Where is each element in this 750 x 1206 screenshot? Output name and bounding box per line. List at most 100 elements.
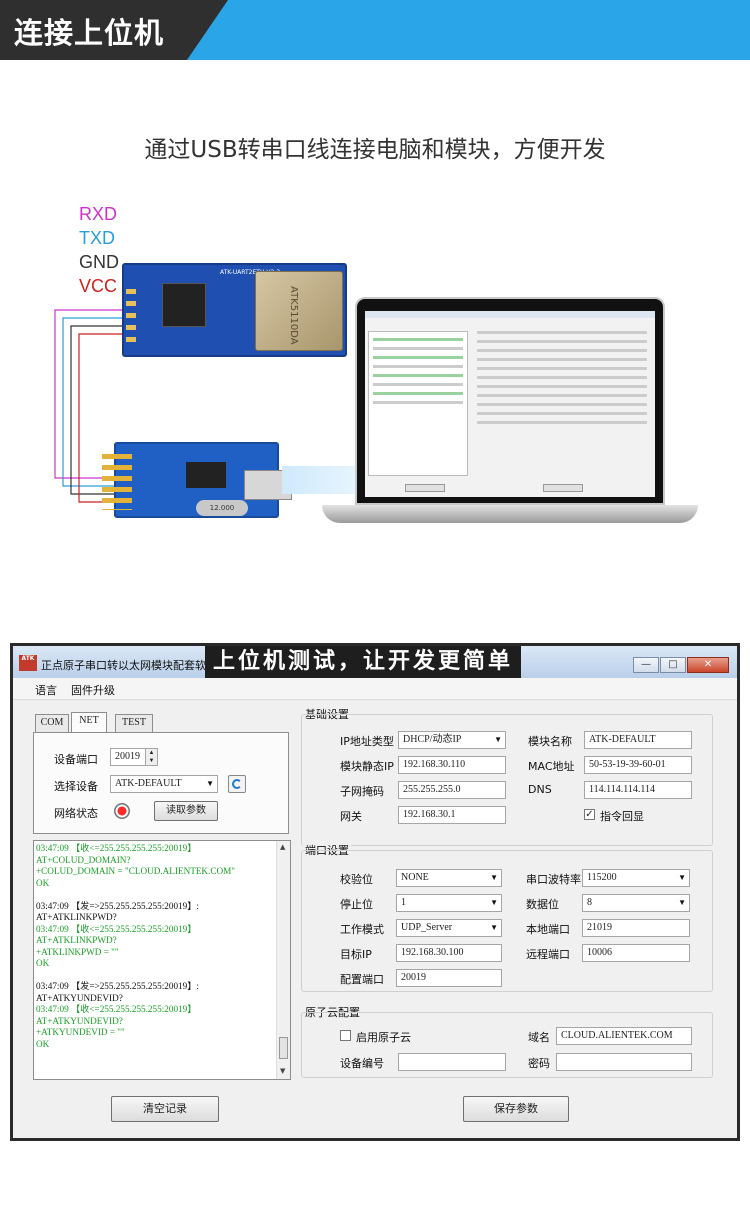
log-line: OK — [36, 877, 50, 888]
mac-field[interactable]: 50-53-19-39-60-01 — [584, 756, 692, 774]
eth-board-label: ATK-UART2ETH V2.3 — [220, 269, 281, 276]
log-line: OK — [36, 958, 50, 968]
static-ip-field[interactable]: 192.168.30.110 — [398, 756, 506, 774]
mac-label: MAC地址 — [528, 760, 575, 773]
app-logo: ATK — [19, 655, 37, 671]
scroll-down-icon[interactable]: ▼ — [280, 1067, 286, 1075]
module-name-label: 模块名称 — [528, 735, 572, 748]
tab-test[interactable]: TEST — [115, 714, 153, 732]
mini-settings-panel — [473, 325, 651, 477]
usb-pin-header — [102, 454, 132, 510]
close-button[interactable]: ✕ — [687, 657, 729, 673]
network-status-led-icon — [114, 803, 130, 819]
usb-serial-board: 12.000 — [102, 442, 292, 518]
mini-log-panel — [368, 331, 468, 476]
mini-titlebar — [365, 311, 655, 318]
stop-bits-select[interactable]: 1▼ — [396, 894, 502, 912]
stop-bits-label: 停止位 — [340, 898, 373, 911]
device-port-label: 设备端口 — [54, 753, 98, 766]
clear-log-button[interactable]: 清空记录 — [111, 1096, 219, 1122]
app-window: ATK 正点原子串口转以太网模块配套软件 上位机测试，让开发更简单 —□✕ 语言… — [10, 643, 740, 1141]
log-scrollbar[interactable]: ▲ ▼ — [276, 841, 290, 1079]
log-line — [36, 970, 276, 982]
work-mode-value: UDP_Server — [401, 922, 453, 933]
config-port-label: 配置端口 — [340, 973, 384, 986]
parity-select[interactable]: NONE▼ — [396, 869, 502, 887]
menu-language[interactable]: 语言 — [35, 684, 57, 697]
device-number-label: 设备编号 — [340, 1057, 384, 1070]
banner-title: 连接上位机 — [14, 16, 165, 50]
top-banner: 连接上位机 — [0, 0, 750, 60]
local-port-field[interactable]: 21019 — [582, 919, 690, 937]
data-bits-select[interactable]: 8▼ — [582, 894, 690, 912]
device-port-value: 20019 — [115, 751, 140, 762]
baud-rate-value: 115200 — [587, 872, 617, 883]
window-titlebar: ATK 正点原子串口转以太网模块配套软件 上位机测试，让开发更简单 —□✕ — [13, 646, 737, 678]
wiring-lines — [54, 309, 125, 503]
enable-cloud-label: 启用原子云 — [356, 1031, 411, 1044]
gateway-field[interactable]: 192.168.30.1 — [398, 806, 506, 824]
log-line: AT+COLUD_DOMAIN? — [36, 854, 131, 865]
device-select[interactable]: ATK-DEFAULT ▼ — [110, 775, 218, 793]
remote-port-field[interactable]: 10006 — [582, 944, 690, 962]
ip-type-select[interactable]: DHCP/动态IP▼ — [398, 731, 506, 749]
maximize-button[interactable]: □ — [660, 657, 686, 673]
ip-type-label: IP地址类型 — [340, 735, 394, 748]
config-port-field[interactable]: 20019 — [396, 969, 502, 987]
scroll-up-icon[interactable]: ▲ — [280, 843, 286, 851]
echo-checkbox[interactable]: ✓ — [584, 809, 595, 820]
data-bits-value: 8 — [587, 897, 592, 908]
log-line: 03:47:09 【收<=255.255.255.255:20019】 — [36, 923, 197, 934]
log-line: 03:47:09 【发=>255.255.255.255:20019】: — [36, 900, 199, 911]
domain-field[interactable]: CLOUD.ALIENTEK.COM — [556, 1027, 692, 1045]
refresh-icon — [232, 779, 242, 789]
password-field[interactable] — [556, 1053, 692, 1071]
device-port-stepper[interactable]: 20019 ▲▼ — [110, 748, 158, 766]
scroll-thumb[interactable] — [279, 1037, 288, 1059]
minimize-button[interactable]: — — [633, 657, 659, 673]
log-line — [36, 889, 276, 901]
echo-label: 指令回显 — [600, 810, 644, 823]
crystal: 12.000 — [196, 500, 248, 516]
log-line: +ATKYUNDEVID = "" — [36, 1027, 125, 1037]
baud-rate-select[interactable]: 115200▼ — [582, 869, 690, 887]
device-number-field[interactable] — [398, 1053, 506, 1071]
subtitle: 通过USB转串口线连接电脑和模块，方便开发 — [144, 137, 606, 163]
tab-com[interactable]: COM — [35, 714, 69, 732]
menu-firmware-upgrade[interactable]: 固件升级 — [71, 684, 115, 697]
save-params-button[interactable]: 保存参数 — [463, 1096, 569, 1122]
work-mode-select[interactable]: UDP_Server▼ — [396, 919, 502, 937]
log-line: OK — [36, 1038, 50, 1049]
spin-arrows-icon[interactable]: ▲▼ — [145, 749, 157, 765]
log-output[interactable]: 03:47:09 【收<=255.255.255.255:20019】 AT+CO… — [33, 840, 291, 1080]
data-bits-label: 数据位 — [526, 898, 559, 911]
log-line: 03:47:09 【发=>255.255.255.255:20019】: — [36, 981, 199, 991]
baud-rate-label: 串口波特率 — [526, 873, 581, 886]
usb-cable — [282, 466, 362, 494]
module-name-field[interactable]: ATK-DEFAULT — [584, 731, 692, 749]
refresh-button[interactable] — [228, 775, 246, 793]
window-controls: —□✕ — [632, 652, 729, 673]
laptop-screen — [355, 297, 665, 505]
network-status-label: 网络状态 — [54, 807, 98, 820]
ip-type-value: DHCP/动态IP — [403, 734, 462, 745]
target-ip-field[interactable]: 192.168.30.100 — [396, 944, 502, 962]
tab-net[interactable]: NET — [71, 712, 107, 732]
enable-cloud-checkbox[interactable] — [340, 1030, 351, 1041]
log-line: +ATKLINKPWD = "" — [36, 946, 119, 957]
log-line: 03:47:09 【收<=255.255.255.255:20019】 — [36, 1004, 197, 1014]
remote-port-label: 远程端口 — [526, 948, 570, 961]
ethernet-module-board: ATK-UART2ETH V2.3 ATK5110DA — [122, 263, 347, 357]
dns-field[interactable]: 114.114.114.114 — [584, 781, 692, 799]
rj45-jack-text: ATK5110DA — [288, 286, 299, 345]
log-line: +COLUD_DOMAIN = "CLOUD.ALIENTEK.COM" — [36, 866, 236, 876]
gateway-label: 网关 — [340, 810, 362, 823]
read-params-button[interactable]: 读取参数 — [154, 801, 218, 821]
laptop-base — [322, 505, 698, 523]
subnet-mask-field[interactable]: 255.255.255.0 — [398, 781, 506, 799]
static-ip-label: 模块静态IP — [340, 760, 394, 773]
port-settings-group: 校验位 NONE▼ 串口波特率 115200▼ 停止位 1▼ 数据位 8▼ 工作… — [301, 850, 713, 992]
password-label: 密码 — [528, 1057, 550, 1070]
device-select-value: ATK-DEFAULT — [115, 778, 182, 789]
chevron-down-icon: ▼ — [490, 898, 498, 907]
